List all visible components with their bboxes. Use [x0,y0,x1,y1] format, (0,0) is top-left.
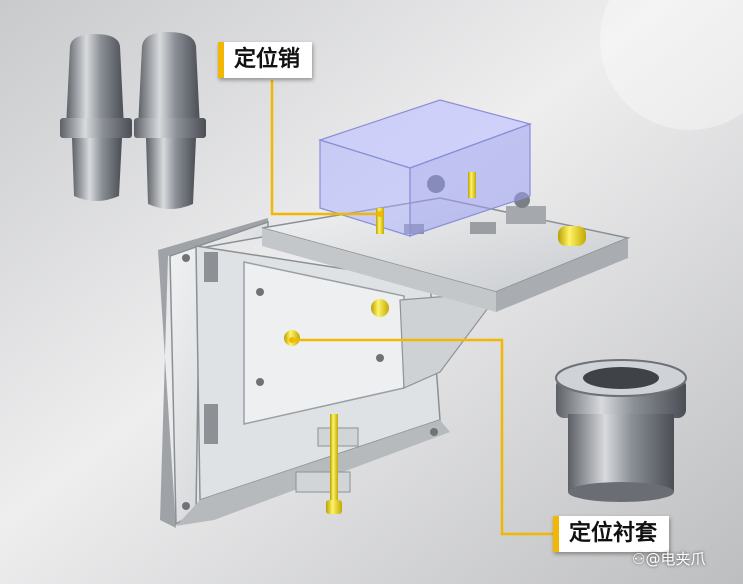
leader-dot-pin [377,211,383,217]
locating-pin-right-illustration [134,32,206,209]
callout-locating-pin: 定位销 [218,42,313,78]
callout-locating-bushing: 定位衬套 [553,516,670,552]
background-glow [600,0,743,130]
leader-line-bushing [292,338,556,536]
bottom-clamp [295,414,359,514]
yellow-locating-pins [376,172,586,246]
leader-line-pin [270,80,380,216]
watermark: ⚇@电夹爪 [632,550,706,568]
locating-pin-left-illustration [60,34,132,201]
fixture-top-plate [261,175,631,312]
locating-bushing-illustration [555,359,687,502]
leader-dot-bushing [289,337,295,343]
